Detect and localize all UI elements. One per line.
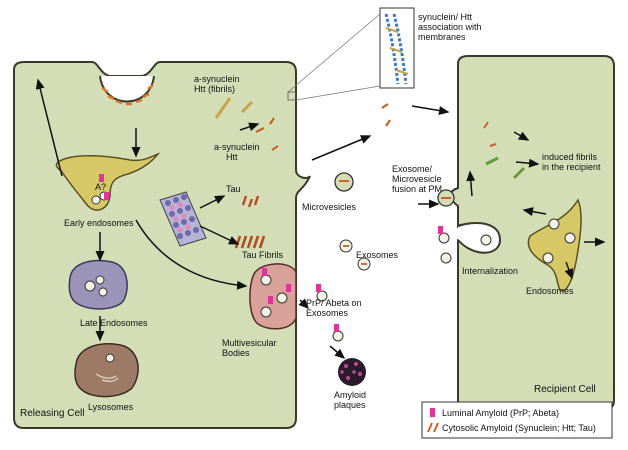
recipient-internalization-pit [457,222,502,254]
mvb-vesicle [260,274,272,286]
inset-connector-lines [287,13,381,101]
microvesicles-label: Microvesicles [302,202,357,212]
luminal-amyloid-marker [334,324,339,332]
luminal-amyloid-marker [286,284,291,292]
legend-box [421,401,613,439]
luminal-amyloid-marker [262,268,267,276]
pit-fibrils [101,84,154,106]
prp-exosome [332,330,344,342]
monomers-label: a-synuclein Htt [214,142,262,162]
membrane-inset-content [384,13,409,85]
releasing-cell-membrane [13,61,311,429]
prp-exosome [316,290,328,302]
synuclein-fibrils [214,97,254,119]
amyloid-plaque [338,358,366,386]
legend-luminal-label: Luminal Amyloid (PrP; Abeta) [442,408,559,418]
plaques-label: Amyloid plaques [334,390,369,410]
internalized-exosome [480,234,492,246]
endosome-vesicle [91,195,101,205]
late-endosome-vesicle [98,287,108,297]
legend-cytosolic-label: Cytosolic Amyloid (Synuclein; Htt; Tau) [442,423,596,433]
late-endosome-vesicle [84,280,96,292]
internalization-label: Internalization [462,266,518,276]
induced-fibrils-label: induced fibrils in the recipient [542,152,601,172]
lysosomes-label: Lysosomes [88,402,134,412]
releasing-cell-arrows [35,78,260,342]
fibrils-label: a-synuclein Htt (fibrils) [194,74,242,94]
tau-aggregate [159,191,207,247]
lysosome-content [101,377,119,382]
extracellular-fibrils [381,103,391,127]
late-endosomes-label: Late Endosomes [80,318,148,328]
early-endosome-golgi [55,152,161,211]
luminal-amyloid-marker [438,226,443,234]
releasing-cell-label: Releasing Cell [20,408,84,419]
mvb-label: Multivesicular Bodies [222,338,279,358]
internalized-exosome [438,232,450,244]
mvb-vesicle [276,292,288,304]
membrane-inset-box [379,7,415,89]
tau-fibrils-label: Tau Fibrils [242,250,284,260]
synuclein-monomers [255,117,279,151]
exosomes-label: Exosomes [356,250,399,260]
prp-label: PrP/ Abeta on Exosomes [306,298,364,318]
legend-cytosolic-swatch [427,422,439,433]
a-question-label: A? [95,182,106,192]
recipient-cell-label: Recipient Cell [534,384,596,395]
lysosome-content [95,373,117,379]
luminal-amyloid-marker [268,296,273,304]
recipient-cell-arrows [418,131,606,280]
tau-monomers [241,195,260,208]
internalized-exosome [440,252,452,264]
recipient-endosome-vesicle [564,232,576,244]
lysosome-vesicle [105,353,115,363]
extracellular-arrows [298,105,450,359]
tau-label: Tau [226,184,241,194]
late-endosome-vesicle [95,275,105,285]
legend-luminal-swatch [430,408,435,417]
early-endosomes-label: Early endosomes [64,218,134,228]
recipient-endosome-vesicle [542,252,554,264]
recipient-endosome-vesicle [548,218,560,230]
luminal-amyloid-marker [104,192,109,200]
endosomes-label: Endosomes [526,286,574,296]
luminal-amyloid-marker [99,174,104,182]
luminal-amyloid-marker [316,284,321,292]
late-endosome [68,259,128,310]
mvb-vesicle [260,306,272,318]
recipient-cytosolic-amyloid [483,121,497,147]
lysosome [74,343,139,398]
membrane-inset-label: synuclein/ Htt association with membrane… [418,12,484,42]
inset-zoom-region [287,91,297,101]
fusion-label: Exosome/ Microvesicle fusion at PM [392,164,444,194]
induced-fibrils [485,156,526,180]
